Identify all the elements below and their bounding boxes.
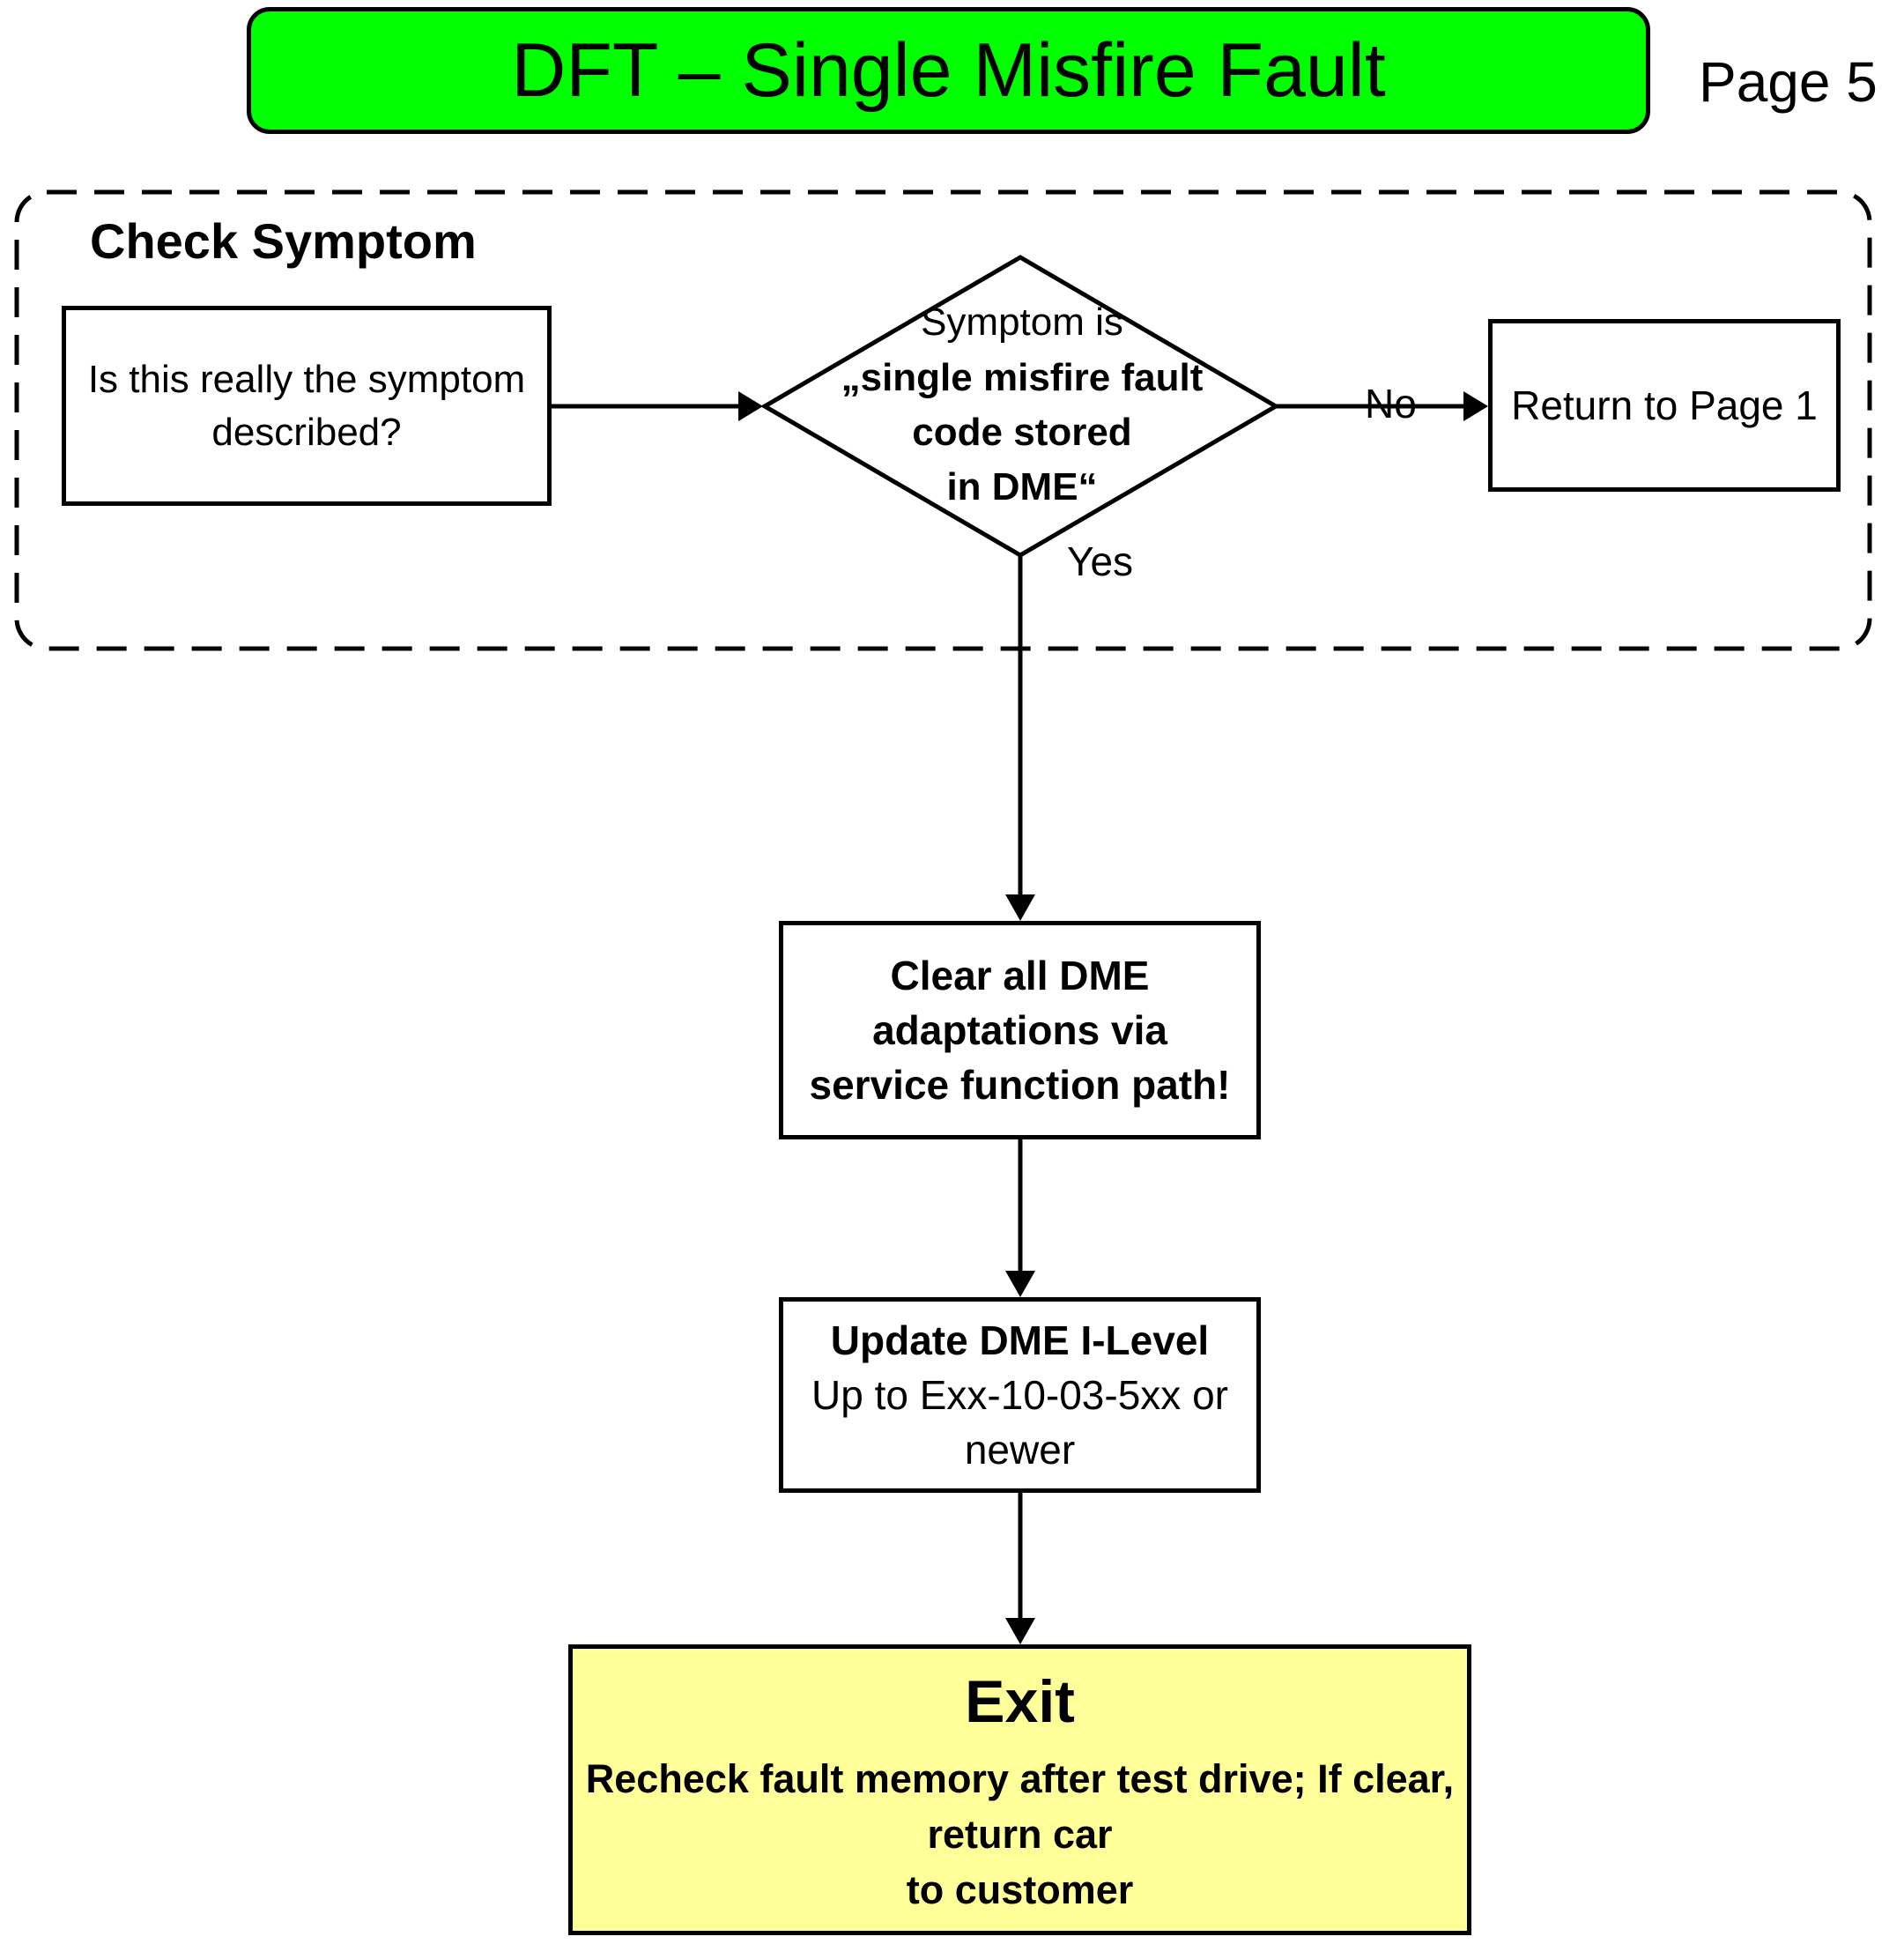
decision-line-2: „single misfire fault	[841, 355, 1204, 399]
update-detail: Up to Exx-10-03-5xx or newer	[811, 1371, 1228, 1473]
question-line-1: Is this really the symptom	[87, 358, 526, 402]
title-banner: DFT – Single Misfire Fault	[247, 7, 1650, 134]
clear-line-2: service function path!	[809, 1062, 1231, 1109]
clear-adaptations-box: Clear all DME adaptations via service fu…	[779, 921, 1261, 1139]
decision-text: Symptom is „single misfire fault code st…	[793, 291, 1251, 520]
exit-title: Exit	[965, 1667, 1075, 1735]
clear-line-1: Clear all DME adaptations via	[872, 952, 1167, 1053]
exit-line-2: to customer	[906, 1867, 1134, 1913]
return-text: Return to Page 1	[1511, 382, 1818, 428]
arrowhead-return	[1463, 391, 1488, 421]
page-number: Page 5	[1699, 50, 1878, 114]
update-heading: Update DME I-Level	[830, 1317, 1210, 1363]
question-line-2: described?	[211, 410, 402, 454]
decision-line-4: in DME“	[946, 465, 1098, 509]
return-box: Return to Page 1	[1488, 319, 1841, 492]
arrowhead-clear	[1005, 894, 1035, 921]
edge-label-yes: Yes	[1067, 538, 1134, 584]
decision-line-3: code stored	[912, 411, 1132, 454]
exit-box: Exit Recheck fault memory after test dri…	[568, 1644, 1471, 1935]
arrowhead-exit	[1005, 1618, 1035, 1644]
exit-line-1: Recheck fault memory after test drive; I…	[585, 1756, 1455, 1858]
question-box: Is this really the symptom described?	[62, 306, 552, 506]
group-label-check-symptom: Check Symptom	[90, 212, 477, 269]
edge-label-no: No	[1365, 381, 1417, 427]
diagram-title: DFT – Single Misfire Fault	[511, 27, 1386, 113]
arrowhead-update	[1005, 1271, 1035, 1297]
update-ilevel-box: Update DME I-Level Up to Exx-10-03-5xx o…	[779, 1297, 1261, 1493]
decision-line-1: Symptom is	[921, 301, 1123, 345]
arrowhead-decision	[738, 391, 763, 421]
